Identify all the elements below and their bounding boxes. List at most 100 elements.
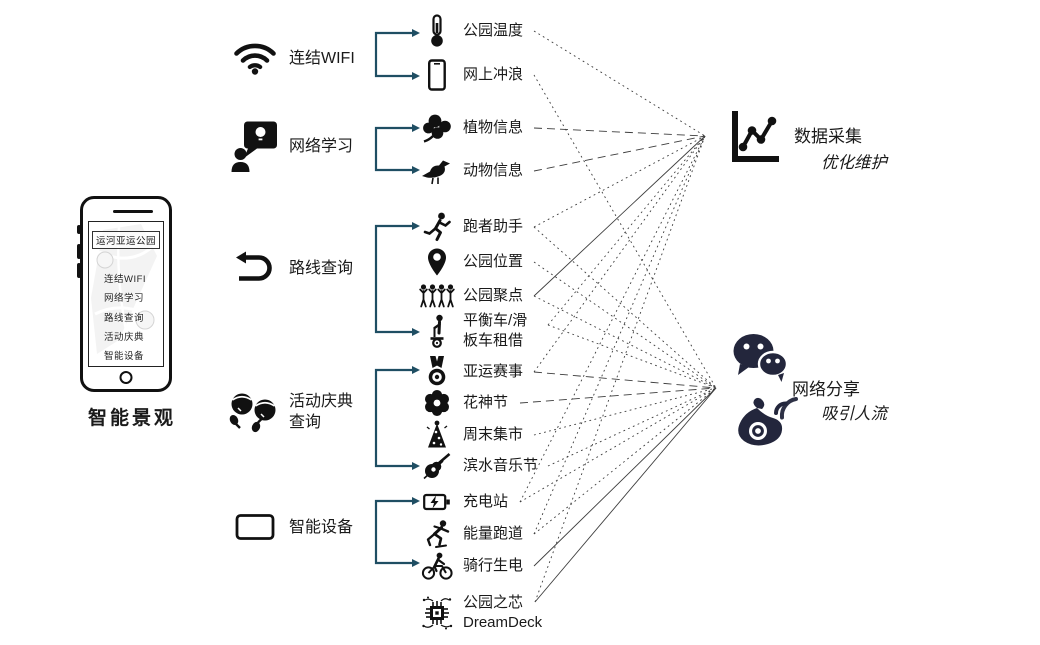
- charging-station-icon: [418, 492, 456, 512]
- clover-icon: [418, 113, 456, 143]
- feature-animal: 动物信息: [418, 154, 523, 188]
- phone-side-button: [77, 244, 81, 259]
- smartphone-mockup: 运河亚运公园 连结WIFI 网络学习 路线查询 活动庆典 智能设备: [77, 196, 172, 392]
- connection-line: [533, 135, 706, 373]
- e-learning-icon: [226, 120, 284, 172]
- players-icon: [226, 388, 284, 436]
- connection-line: [533, 74, 717, 389]
- phone-home-button: [119, 371, 133, 384]
- feature-runner: 跑者助手: [418, 210, 523, 244]
- bracket-event: [374, 366, 420, 470]
- phone-screen: 运河亚运公园 连结WIFI 网络学习 路线查询 活动庆典 智能设备: [88, 221, 164, 367]
- wechat-icon: [731, 331, 791, 385]
- connection-line: [534, 135, 706, 603]
- feature-label: 植物信息: [463, 119, 524, 136]
- feature-surf: 网上冲浪: [418, 58, 523, 92]
- segway-icon: [418, 314, 456, 348]
- bracket-wifi: [374, 29, 420, 80]
- output-data-collection: [729, 108, 783, 166]
- connection-line: [547, 135, 706, 326]
- category-wifi: 连结WIFI: [226, 36, 355, 80]
- chip-icon: [418, 595, 456, 631]
- feature-flower: 花神节: [418, 386, 508, 420]
- bracket-device: [374, 497, 420, 567]
- connection-line: [533, 135, 706, 172]
- feature-market: 周末集市: [418, 418, 523, 452]
- feature-charge: 充电站: [418, 485, 508, 519]
- phone-side-button: [77, 225, 81, 234]
- cyclist-icon: [418, 552, 456, 580]
- feature-music: 滨水音乐节: [418, 449, 538, 483]
- connection-line: [534, 387, 717, 603]
- connection-line: [533, 127, 706, 137]
- phone-menu-item: 路线查询: [104, 313, 145, 324]
- feature-label: 公园聚点: [463, 287, 524, 304]
- feature-label: 跑者助手: [463, 218, 524, 235]
- flower-icon: [418, 389, 456, 417]
- category-label: 连结WIFI: [289, 49, 355, 67]
- crowd-icon: [418, 284, 456, 308]
- thermometer-icon: [418, 14, 456, 48]
- u-turn-arrow-icon: [226, 250, 284, 286]
- connection-line: [533, 226, 717, 389]
- feature-label: 公园之芯 DreamDeck: [463, 594, 543, 631]
- feature-to-output-mesh: [519, 30, 717, 603]
- output-sublabel: 优化维护: [821, 154, 887, 172]
- diagram-caption: 智能景观: [88, 408, 177, 429]
- park-map-background: [91, 224, 157, 363]
- phone-speaker: [113, 210, 153, 213]
- category-learn: 网络学习: [226, 120, 353, 172]
- feature-label: 花神节: [463, 394, 509, 411]
- phone-menu-item: 活动庆典: [104, 332, 145, 343]
- phone-menu-item: 连结WIFI: [104, 274, 147, 285]
- feature-medal: 亚运赛事: [418, 355, 523, 389]
- feature-label: 公园位置: [463, 253, 524, 270]
- tablet-icon: [226, 513, 284, 541]
- connection-line: [547, 387, 717, 467]
- phone-menu-item: 智能设备: [104, 351, 145, 362]
- feature-plant: 植物信息: [418, 111, 523, 145]
- feature-temp: 公园温度: [418, 14, 523, 48]
- feature-label: 亚运赛事: [463, 363, 524, 380]
- feature-location: 公园位置: [418, 245, 523, 279]
- line-chart-icon: [729, 108, 783, 166]
- connection-line: [533, 387, 717, 436]
- bracket-learn: [374, 124, 420, 174]
- bird-icon: [418, 157, 456, 185]
- feature-label: 周末集市: [463, 426, 524, 443]
- phone-side-button: [77, 263, 81, 278]
- connection-line: [533, 30, 706, 137]
- connection-line: [533, 387, 717, 567]
- map-pin-icon: [418, 247, 456, 277]
- bracket-route: [374, 222, 420, 336]
- feature-chip: 公园之芯 DreamDeck: [418, 590, 542, 636]
- feature-label: 公园温度: [463, 22, 524, 39]
- phone-menu-item: 网络学习: [104, 293, 145, 304]
- connection-line: [519, 387, 717, 503]
- feature-energy: 能量跑道: [418, 517, 523, 551]
- connection-line: [533, 135, 706, 535]
- category-label: 网络学习: [289, 137, 354, 155]
- feature-label: 能量跑道: [463, 525, 524, 542]
- smartphone-icon: [418, 59, 456, 91]
- feature-label: 充电站: [463, 493, 509, 510]
- category-event: 活动庆典 查询: [226, 386, 353, 438]
- output-label: 数据采集: [794, 127, 862, 146]
- feature-label: 平衡车/滑 板车租借: [463, 312, 528, 349]
- feature-label: 骑行生电: [463, 557, 524, 574]
- feature-label: 动物信息: [463, 162, 524, 179]
- feature-cycle: 骑行生电: [418, 549, 523, 583]
- skater-icon: [418, 519, 456, 549]
- feature-label: 滨水音乐节: [463, 457, 539, 474]
- output-label: 网络分享: [792, 380, 860, 399]
- weibo-icon: [735, 393, 799, 451]
- phone-screen-title: 运河亚运公园: [91, 231, 160, 249]
- connection-line: [533, 371, 717, 389]
- category-label: 路线查询: [289, 259, 354, 277]
- guitar-icon: [418, 452, 456, 480]
- runner-icon: [418, 212, 456, 242]
- party-hat-icon: [418, 420, 456, 450]
- connection-line: [533, 387, 717, 535]
